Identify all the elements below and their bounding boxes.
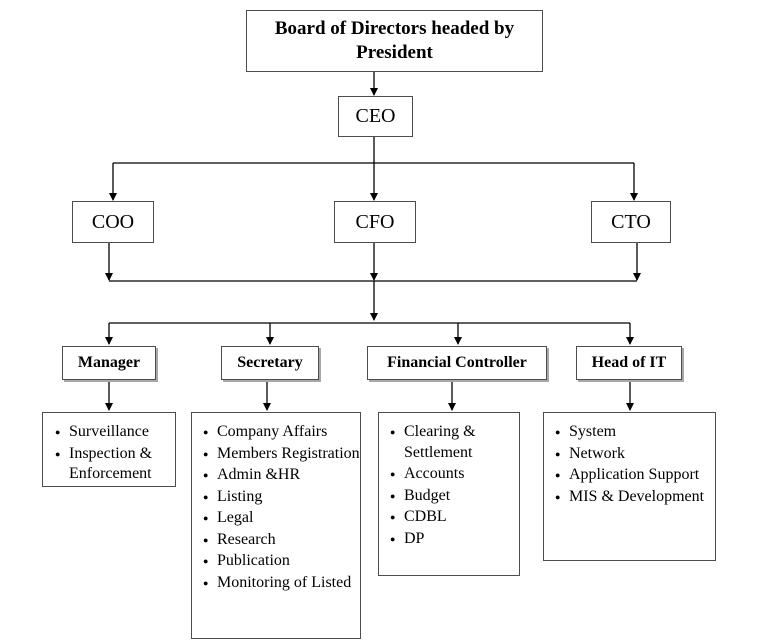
list-item: Publication <box>203 551 360 572</box>
list-item: Monitoring of Listed <box>203 573 360 594</box>
financial-controller-label: Financial Controller <box>387 354 527 371</box>
secretary-functions: Company Affairs Members Registration Adm… <box>191 412 361 639</box>
list-item: Members Registration <box>203 444 360 465</box>
cto-label: CTO <box>611 210 651 233</box>
coo-label: COO <box>91 210 135 233</box>
manager-box: Manager <box>62 346 156 380</box>
financial-controller-functions: Clearing & Settlement Accounts Budget CD… <box>378 412 520 576</box>
list-item: Admin &HR <box>203 465 360 486</box>
head-of-it-function-list: System Network Application Support MIS &… <box>555 422 715 507</box>
manager-label: Manager <box>77 354 141 371</box>
list-item: DP <box>390 529 519 550</box>
manager-function-list: Surveillance Inspection & Enforcement <box>55 422 175 485</box>
board-box: Board of Directors headed by President <box>246 10 543 72</box>
list-item: Company Affairs <box>203 422 360 443</box>
secretary-label: Secretary <box>237 354 303 371</box>
coo-box: COO <box>72 201 154 243</box>
list-item: CDBL <box>390 507 519 528</box>
list-item: Budget <box>390 486 519 507</box>
head-of-it-functions: System Network Application Support MIS &… <box>543 412 716 561</box>
list-item: Listing <box>203 487 360 508</box>
list-item: Clearing & Settlement <box>390 422 519 463</box>
cfo-label: CFO <box>355 210 395 233</box>
head-of-it-box: Head of IT <box>576 346 682 380</box>
cto-box: CTO <box>591 201 671 243</box>
cfo-box: CFO <box>334 201 416 243</box>
list-item: Legal <box>203 508 360 529</box>
board-title: Board of Directors headed by President <box>274 18 515 63</box>
list-item: Inspection & Enforcement <box>55 444 175 485</box>
financial-controller-function-list: Clearing & Settlement Accounts Budget CD… <box>390 422 519 549</box>
list-item: Application Support <box>555 465 715 486</box>
manager-functions: Surveillance Inspection & Enforcement <box>42 412 176 487</box>
secretary-box: Secretary <box>221 346 319 380</box>
list-item: Accounts <box>390 464 519 485</box>
ceo-box: CEO <box>338 96 413 137</box>
financial-controller-box: Financial Controller <box>367 346 547 380</box>
list-item: System <box>555 422 715 443</box>
secretary-function-list: Company Affairs Members Registration Adm… <box>203 422 360 593</box>
ceo-label: CEO <box>355 105 396 127</box>
list-item: MIS & Development <box>555 487 715 508</box>
list-item: Surveillance <box>55 422 175 443</box>
head-of-it-label: Head of IT <box>591 354 667 371</box>
list-item: Network <box>555 444 715 465</box>
list-item: Research <box>203 530 360 551</box>
